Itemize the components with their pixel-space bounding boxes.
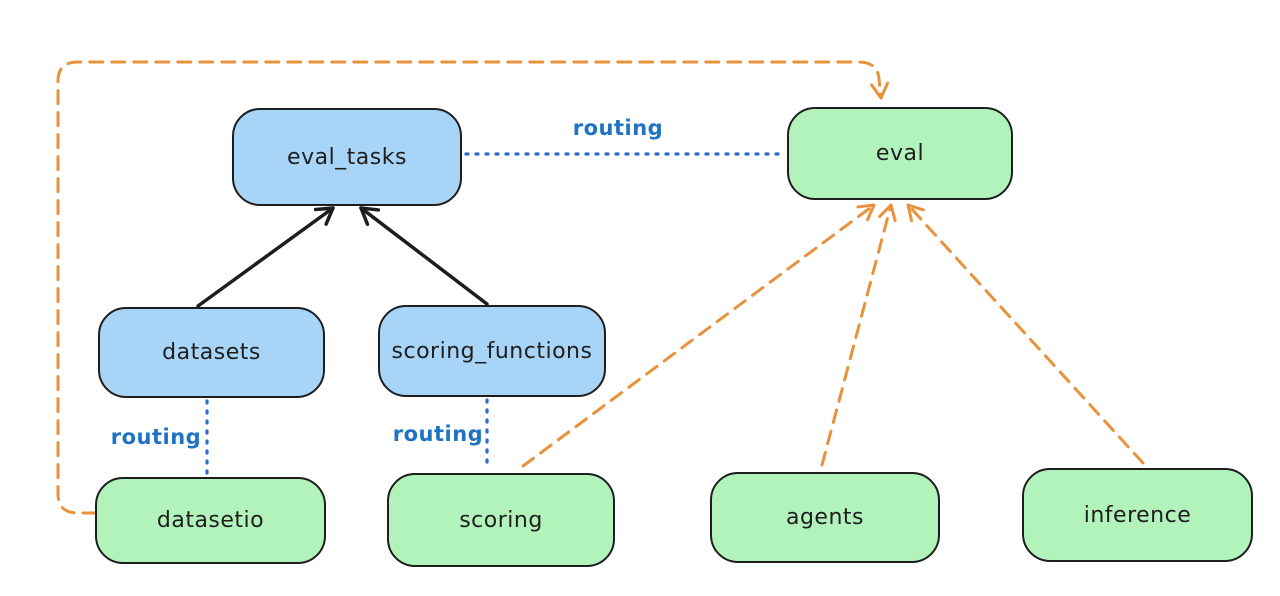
- node-datasetio: datasetio: [95, 477, 326, 564]
- node-datasets: datasets: [98, 307, 325, 398]
- node-eval-tasks: eval_tasks: [232, 108, 462, 206]
- routing-label-eval-tasks-eval: routing: [572, 116, 664, 140]
- edge-scoring-functions-to-eval-tasks: [359, 206, 489, 306]
- node-datasets-label: datasets: [162, 340, 261, 365]
- edge-scoring-to-eval-dashed: [521, 203, 876, 468]
- node-eval: eval: [787, 107, 1013, 200]
- node-scoring-functions: scoring_functions: [378, 305, 606, 397]
- node-scoring: scoring: [387, 473, 615, 567]
- node-inference: inference: [1022, 468, 1253, 562]
- node-datasetio-label: datasetio: [156, 508, 265, 533]
- node-scoring-functions-label: scoring_functions: [391, 338, 593, 364]
- node-agents-label: agents: [785, 505, 864, 530]
- node-eval-label: eval: [875, 141, 925, 166]
- edge-agents-to-eval-dashed: [820, 203, 897, 467]
- routing-label-scoring-functions-scoring: routing: [392, 422, 484, 446]
- node-inference-label: inference: [1083, 502, 1192, 528]
- node-agents: agents: [710, 472, 940, 563]
- node-eval-tasks-label: eval_tasks: [287, 144, 407, 170]
- node-scoring-label: scoring: [459, 507, 543, 533]
- edge-datasets-to-eval-tasks: [196, 206, 335, 308]
- edge-datasetio-to-eval-dashed-loop: [56, 60, 889, 515]
- routing-label-datasets-datasetio: routing: [110, 425, 202, 449]
- edge-inference-to-eval-dashed: [906, 203, 1145, 465]
